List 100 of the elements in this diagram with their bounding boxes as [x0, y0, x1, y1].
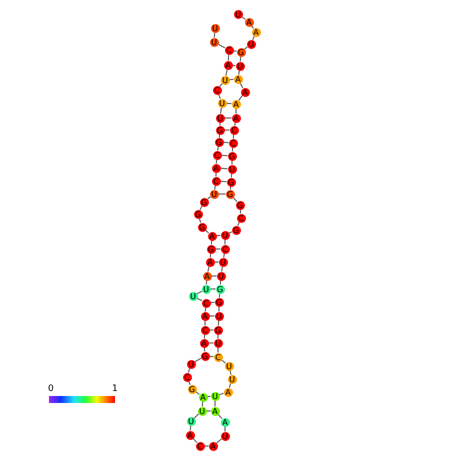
backbone-line [194, 358, 202, 362]
nucleotide-circle: C [214, 352, 222, 362]
backbone-line [220, 168, 228, 170]
nucleotide-circle: G [194, 210, 202, 218]
nucleotide-circle: G [200, 198, 208, 206]
scale-tick-label: 1 [112, 384, 118, 394]
nucleotide-circle: U [210, 392, 220, 400]
nucleotide-circle: G [216, 126, 224, 134]
nucleotide-circle: G [236, 48, 246, 56]
nucleotide-circle: A [234, 74, 242, 84]
nucleotide-circle: A [240, 88, 250, 96]
backbone-line [216, 438, 222, 444]
backbone-line [208, 342, 214, 344]
nucleotide-circle: G [226, 190, 234, 198]
nucleotide-circle: A [200, 312, 210, 320]
nucleotide-circle: U [218, 258, 228, 266]
backbone-line [194, 414, 200, 418]
backbone-line [224, 239, 226, 245]
nucleotide-circle: U [216, 272, 226, 280]
nucleotide-circle: A [206, 258, 214, 266]
nucleotide-circle: U [220, 76, 230, 84]
nucleotide-circle: A [212, 164, 220, 172]
nucleotide-circle: A [252, 28, 260, 36]
backbone-line [218, 414, 222, 420]
nucleotide-circle: C [230, 126, 238, 134]
nucleotide-circle: G [198, 222, 206, 232]
nucleotide-circle: A [200, 338, 208, 348]
nucleotide-circle: G [232, 226, 240, 234]
nucleotide-circle: C [236, 214, 246, 222]
backbone-line [214, 400, 216, 407]
nucleotide-circle: U [214, 338, 222, 348]
nucleotide-circle: G [216, 284, 224, 294]
backbone-line [190, 425, 192, 431]
nucleotide-circle: U [210, 24, 220, 32]
backbone-line [238, 95, 243, 101]
nucleotide-circle: A [202, 272, 212, 280]
backbone-line [218, 320, 220, 326]
nucleotide-circle: U [214, 312, 224, 320]
nucleotide-circle: A [186, 430, 194, 440]
nucleotide-circle: C [182, 372, 192, 382]
nucleotide-circle: G [226, 178, 236, 186]
backbone-line [237, 222, 240, 226]
nucleotide-circle: U [186, 360, 196, 368]
backbone-line [198, 218, 202, 224]
backbone-line [214, 32, 216, 38]
nucleotide-circle: A [232, 100, 240, 108]
backbone-line [192, 438, 198, 444]
backbone-line [210, 288, 216, 290]
nucleotide-circle: U [236, 62, 244, 70]
backbone-line [215, 248, 221, 250]
backbone-line [240, 56, 242, 62]
nucleotide-circle: U [218, 98, 226, 108]
backbone-line [232, 196, 238, 202]
nucleotide-circle: U [188, 292, 198, 300]
nucleotide-circle: C [200, 326, 210, 334]
nucleotide-circle: A [198, 392, 208, 402]
backbone-line [220, 180, 227, 182]
nucleotide-circle: A [244, 18, 254, 26]
nucleotide-circle: A [220, 418, 230, 426]
backbone-line [226, 102, 232, 104]
nucleotide-circle: G [236, 200, 244, 210]
backbone-line [188, 368, 190, 374]
nucleotide-circle: A [208, 232, 216, 240]
nucleotide-circle: U [228, 374, 236, 384]
nucleotide-circle: U [210, 38, 218, 46]
nucleotide-circle: G [200, 352, 210, 360]
backbone-line [202, 401, 204, 407]
nucleotide-circle: G [206, 244, 216, 254]
nucleotide-circle: C [212, 176, 220, 186]
nucleotide-circle: U [186, 416, 196, 426]
nucleotide-circle: C [220, 244, 230, 254]
backbone-line [224, 426, 226, 432]
backbone-line [228, 382, 232, 388]
nucleotide-circle: U [220, 432, 230, 440]
nucleotide-circle: U [216, 114, 224, 122]
nucleotide-circle: G [228, 152, 236, 160]
nucleotide-circle: G [188, 384, 196, 394]
nucleotide-circle: C [212, 86, 222, 94]
nucleotide-circle: G [214, 298, 224, 306]
nucleotide-circle: A [224, 60, 232, 70]
backbone-line [219, 83, 223, 87]
nucleotide-circle: A [208, 442, 218, 450]
backbone-line [225, 68, 228, 76]
nucleotide-circle: U [220, 230, 230, 240]
nucleotide-circle: A [224, 388, 232, 396]
nucleotide-circle: C [212, 150, 222, 160]
nucleotide-circle: U [198, 406, 206, 416]
backbone-line [228, 54, 230, 61]
backbone-line [221, 154, 228, 156]
nucleotide-circle: U [228, 164, 236, 174]
backbone-line [223, 142, 229, 144]
scale-tick-label: 0 [48, 384, 54, 394]
nucleotide-circle: C [224, 46, 234, 54]
nucleotide-circle: U [210, 190, 218, 198]
nucleotide-circle: G [214, 326, 222, 334]
nucleotide-circle: G [214, 138, 224, 146]
nucleotide-circle: U [234, 10, 242, 18]
backbone-line [218, 392, 224, 396]
nucleotide-circle: U [246, 40, 256, 48]
nucleotide-circle: U [224, 362, 234, 370]
